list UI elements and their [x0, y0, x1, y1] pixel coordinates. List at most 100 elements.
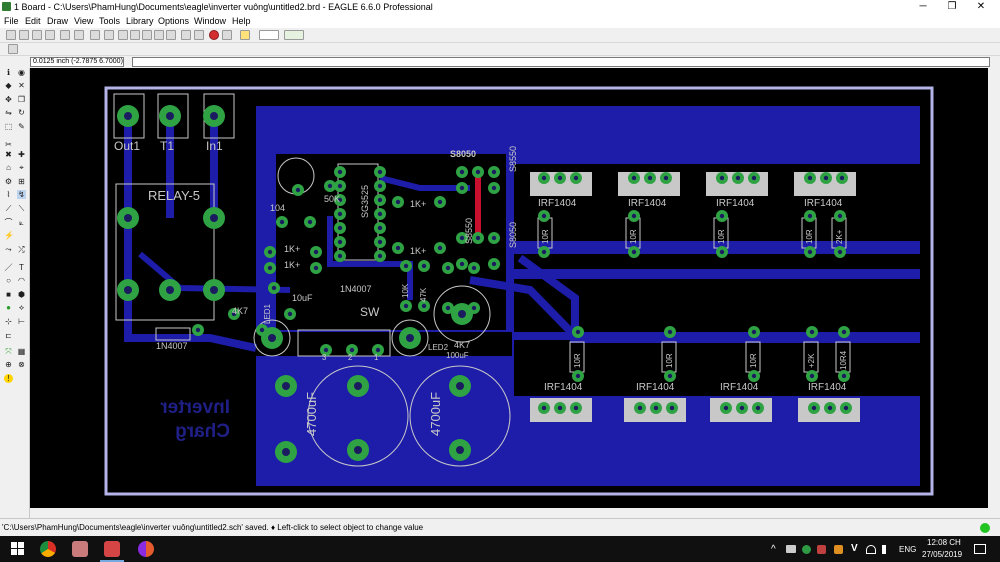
pad-11[interactable]	[347, 439, 369, 461]
move-icon[interactable]: ✥	[5, 95, 12, 104]
tray-language[interactable]: ENG	[899, 545, 917, 554]
rotate-icon[interactable]: ↻	[18, 108, 25, 117]
pad-30[interactable]	[374, 194, 386, 206]
measure-icon[interactable]: ⊏	[5, 331, 12, 340]
pad-104[interactable]	[634, 402, 646, 414]
pad-85[interactable]	[834, 210, 846, 222]
miter-icon[interactable]: ⟀	[19, 218, 24, 227]
pad-3[interactable]	[117, 207, 139, 229]
tray-vpn-icon[interactable]: V	[851, 543, 858, 554]
wire-icon[interactable]: ⌒	[4, 218, 13, 227]
split-icon[interactable]: ⌇	[6, 190, 11, 199]
pad-73[interactable]	[644, 172, 656, 184]
go-icon[interactable]	[222, 30, 232, 40]
pad-107[interactable]	[720, 402, 732, 414]
pad-22[interactable]	[334, 180, 346, 192]
pad-64[interactable]	[456, 232, 468, 244]
pad-68[interactable]	[488, 258, 500, 270]
menu-edit[interactable]: Edit	[25, 16, 41, 26]
pad-69[interactable]	[538, 172, 550, 184]
circle-icon[interactable]: ○	[6, 276, 11, 285]
maximize-button[interactable]: ❐	[947, 1, 957, 12]
pad-76[interactable]	[732, 172, 744, 184]
pad-52[interactable]	[320, 344, 332, 356]
pad-95[interactable]	[838, 326, 850, 338]
pad-63[interactable]	[488, 182, 500, 194]
pad-83[interactable]	[716, 210, 728, 222]
pad-61[interactable]	[488, 166, 500, 178]
pad-67[interactable]	[456, 258, 468, 270]
lock-icon[interactable]: ⊞	[18, 177, 25, 186]
polygon-icon[interactable]: ⬢	[18, 290, 25, 299]
pad-106[interactable]	[666, 402, 678, 414]
pad-45[interactable]	[418, 260, 430, 272]
route-icon[interactable]: ⟋	[5, 204, 12, 213]
pad-13[interactable]	[449, 439, 471, 461]
pad-60[interactable]	[472, 166, 484, 178]
pad-71[interactable]	[570, 172, 582, 184]
script-icon[interactable]	[90, 30, 100, 40]
mirror-icon[interactable]: ⇋	[5, 108, 12, 117]
command-line-input[interactable]	[132, 57, 990, 67]
stop-icon[interactable]	[209, 30, 219, 40]
pad-38[interactable]	[434, 242, 446, 254]
via-icon[interactable]: ●	[6, 303, 11, 312]
value-icon[interactable]: ⌖	[19, 163, 24, 172]
ripup-icon[interactable]: ⟍	[18, 204, 25, 213]
save-icon[interactable]	[19, 30, 29, 40]
copy-icon[interactable]: ❐	[17, 95, 26, 104]
pad-21[interactable]	[334, 166, 346, 178]
pad-96[interactable]	[572, 370, 584, 382]
pad-74[interactable]	[660, 172, 672, 184]
pad-97[interactable]	[664, 370, 676, 382]
autoroute-icon[interactable]: ⤳	[5, 245, 12, 254]
pad-109[interactable]	[752, 402, 764, 414]
pad-59[interactable]	[456, 166, 468, 178]
firefox-taskbar-icon[interactable]	[138, 541, 154, 557]
pad-91[interactable]	[572, 326, 584, 338]
pad-98[interactable]	[748, 370, 760, 382]
pad-37[interactable]	[392, 242, 404, 254]
group-icon[interactable]: ⬚	[4, 122, 13, 131]
dimension-icon[interactable]: ⊢	[18, 317, 25, 326]
pad-17[interactable]	[292, 184, 304, 196]
pad-93[interactable]	[748, 326, 760, 338]
schematic-icon[interactable]	[60, 30, 70, 40]
pad-9[interactable]	[275, 441, 297, 463]
open-icon[interactable]	[6, 30, 16, 40]
pad-27[interactable]	[334, 250, 346, 262]
tray-time[interactable]: 12:08 CH	[927, 538, 961, 547]
pad-10[interactable]	[347, 375, 369, 397]
pad-66[interactable]	[488, 232, 500, 244]
pad-78[interactable]	[804, 172, 816, 184]
cam-icon[interactable]	[45, 30, 55, 40]
pad-82[interactable]	[628, 210, 640, 222]
rect-icon[interactable]: ■	[6, 290, 11, 299]
pad-18[interactable]	[276, 216, 288, 228]
pad-26[interactable]	[334, 236, 346, 248]
pad-46[interactable]	[418, 300, 430, 312]
redo-icon[interactable]	[194, 30, 204, 40]
menu-tools[interactable]: Tools	[99, 16, 121, 26]
tray-wifi-icon[interactable]	[866, 545, 876, 554]
app-taskbar-icon[interactable]	[72, 541, 88, 557]
pad-87[interactable]	[628, 246, 640, 258]
pad-19[interactable]	[304, 216, 316, 228]
name-icon[interactable]: ⌂	[6, 163, 11, 172]
attribute-icon[interactable]: ⊹	[5, 317, 12, 326]
pad-48[interactable]	[284, 308, 296, 320]
menu-view[interactable]: View	[74, 16, 94, 26]
pad-100[interactable]	[838, 370, 850, 382]
redraw-area-icon[interactable]: ⊗	[18, 360, 25, 369]
ulp-icon[interactable]	[74, 30, 84, 40]
arc-icon[interactable]: ◠	[18, 276, 25, 285]
pad-1[interactable]	[159, 105, 181, 127]
pad-0[interactable]	[117, 105, 139, 127]
show-icon[interactable]: ◉	[18, 68, 25, 77]
tray-chevron-icon[interactable]: ^	[771, 544, 776, 555]
info-icon[interactable]: ℹ	[6, 68, 11, 77]
pad-51[interactable]	[256, 324, 268, 336]
pad-79[interactable]	[820, 172, 832, 184]
drc-icon[interactable]: ⤧	[5, 347, 12, 356]
smash-icon[interactable]: ⚙	[4, 177, 13, 186]
